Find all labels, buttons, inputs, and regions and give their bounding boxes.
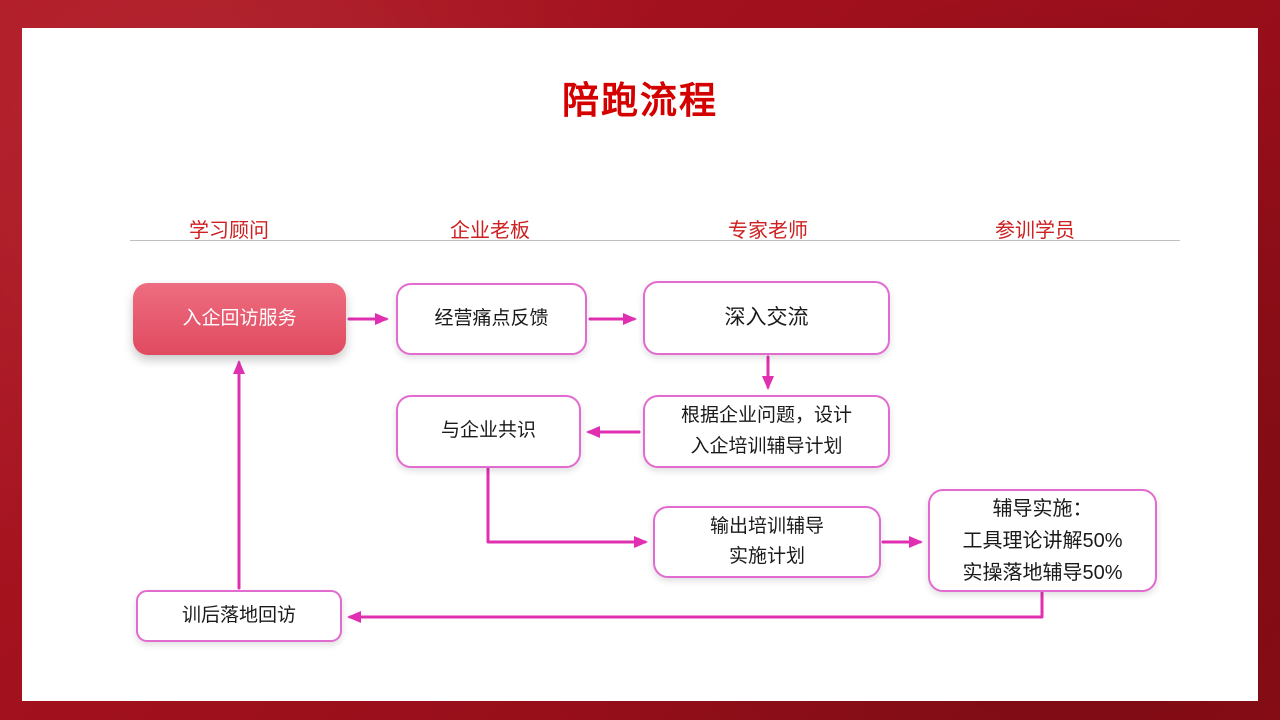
flow-box-coaching-implementation: 辅导实施： 工具理论讲解50% 实操落地辅导50%	[928, 489, 1157, 592]
arrow-consensus-to-output	[486, 467, 648, 548]
column-header-boss: 企业老板	[450, 220, 530, 242]
column-header-expert: 专家老师	[728, 220, 808, 242]
flow-box-pain-feedback: 经营痛点反馈	[396, 283, 587, 355]
flow-box-post-training-visit-label: 训后落地回访	[181, 604, 296, 626]
column-header-consultant: 学习顾问	[189, 220, 269, 242]
arrow-impl-to-post	[347, 591, 1044, 623]
flow-box-design-plan-label: 根据企业问题，设计 入企培训辅导计划	[680, 405, 852, 457]
flow-box-deep-exchange-label: 深入交流	[724, 306, 809, 330]
lane-divider-line	[130, 240, 1180, 241]
flow-box-design-plan: 根据企业问题，设计 入企培训辅导计划	[643, 395, 890, 468]
column-header-trainee: 参训学员	[995, 220, 1075, 242]
flow-box-consensus: 与企业共识	[396, 395, 581, 468]
flow-box-output-plan: 输出培训辅导 实施计划	[653, 506, 881, 578]
flow-box-visit-service-label: 入企回访服务	[182, 307, 297, 329]
flow-box-pain-feedback-label: 经营痛点反馈	[434, 307, 549, 329]
slide-content: 陪跑流程 学习顾问 企业老板 专家老师 参训学员	[22, 28, 1258, 701]
flow-box-output-plan-label: 输出培训辅导 实施计划	[709, 515, 824, 567]
flow-box-visit-service: 入企回访服务	[133, 283, 346, 355]
flow-box-post-training-visit: 训后落地回访	[136, 590, 342, 642]
flow-box-deep-exchange: 深入交流	[643, 281, 890, 355]
flow-box-coaching-implementation-label: 辅导实施： 工具理论讲解50% 实操落地辅导50%	[962, 497, 1123, 584]
flow-box-consensus-label: 与企业共识	[440, 420, 536, 442]
slide-title: 陪跑流程	[562, 80, 718, 121]
